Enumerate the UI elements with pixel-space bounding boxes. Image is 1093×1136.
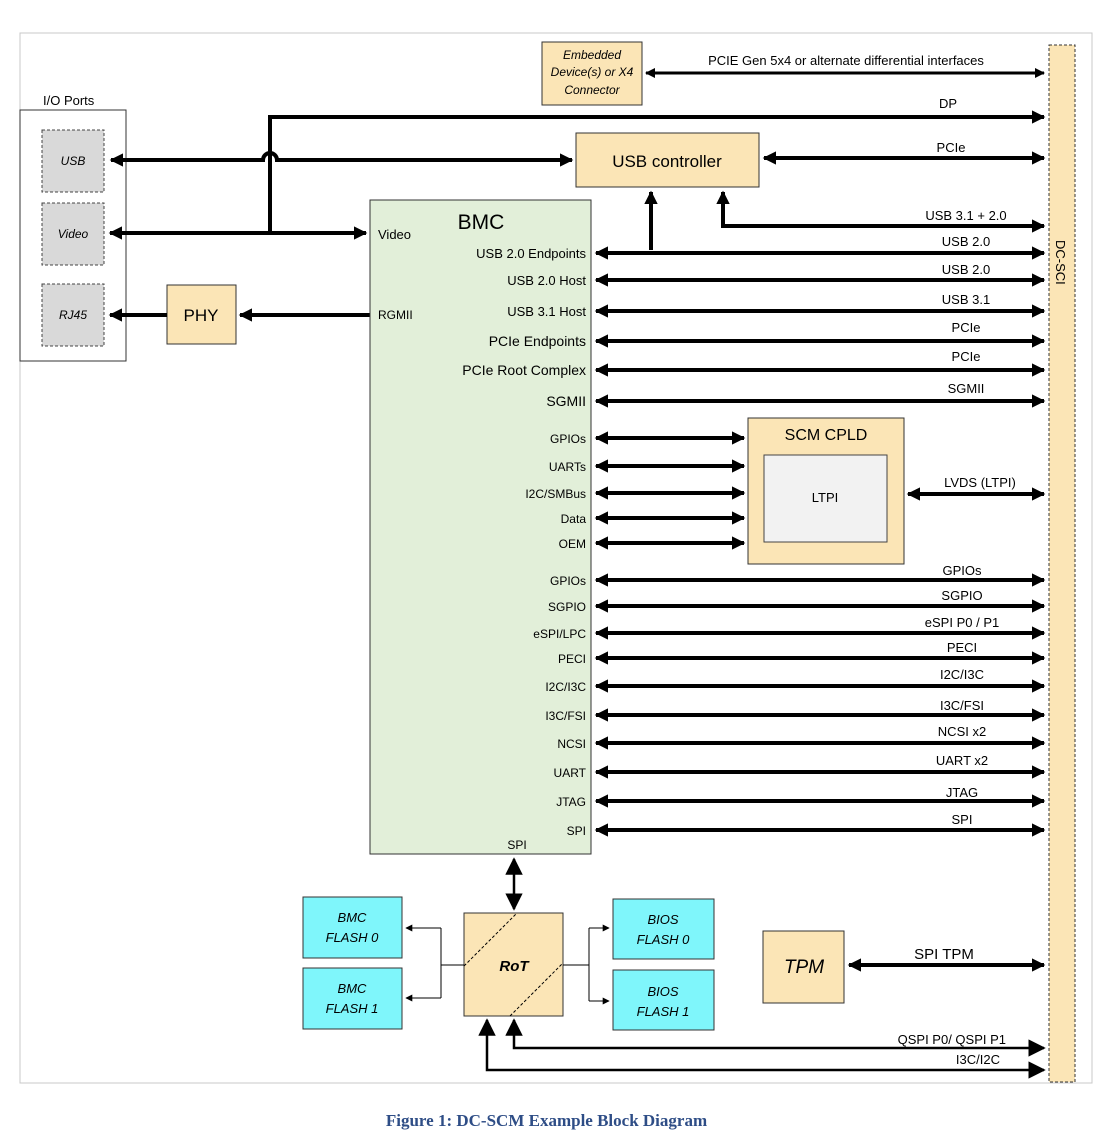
bmc-port-top-4: PCIe Root Complex xyxy=(462,362,586,378)
bmc-port-bottom-3: PECI xyxy=(558,652,586,666)
bmc-flash-1-line-1: BMC xyxy=(338,981,368,996)
bmc-port-cpld-3: Data xyxy=(561,512,587,526)
bus-label-bottom-2: eSPI P0 / P1 xyxy=(925,615,999,630)
ltpi-box xyxy=(763,454,888,543)
bus-label-bottom-6: NCSI x2 xyxy=(938,724,986,739)
dp-label: DP xyxy=(939,96,957,111)
bmc-box xyxy=(369,199,592,855)
io-port-rj45: RJ45 xyxy=(41,283,105,347)
usb-port-arrow xyxy=(109,151,574,167)
bmc-port-cpld-1: UARTs xyxy=(549,460,586,474)
bmc-port-bottom-8: JTAG xyxy=(556,795,586,809)
bmc-port-top-3: PCIe Endpoints xyxy=(489,333,586,349)
bmc-flash-0-line-1: BMC xyxy=(338,910,368,925)
bus-label-top-2: USB 2.0 xyxy=(942,262,990,277)
bus-label-top-6: SGMII xyxy=(948,381,985,396)
bus-label-top-4: PCIe xyxy=(952,320,981,335)
embedded-line-1: Embedded xyxy=(563,48,621,62)
usb-controller-to-dcscm xyxy=(716,190,1046,233)
bmc-spi-bottom: SPI xyxy=(507,838,526,852)
usb-controller-label: USB controller xyxy=(612,152,722,171)
figure-caption: Figure 1: DC-SCM Example Block Diagram xyxy=(385,1111,708,1130)
bmc-port-top-0: USB 2.0 Endpoints xyxy=(476,246,586,261)
bios-flash-1-line-2: FLASH 1 xyxy=(637,1004,690,1019)
bus-label-bottom-3: PECI xyxy=(947,640,977,655)
bmc-flash-1-line-2: FLASH 1 xyxy=(326,1001,379,1016)
embedded-line-2: Device(s) or X4 xyxy=(551,65,634,79)
bmc-title: BMC xyxy=(458,211,505,234)
bios-flash-1: BIOS FLASH 1 xyxy=(612,969,715,1031)
block-diagram: DC-SCI I/O Ports USB Video RJ45 Embedded… xyxy=(19,32,1093,1084)
bmc-port-bottom-6: NCSI xyxy=(557,737,586,751)
io-port-video: Video xyxy=(41,202,105,266)
rot-label: RoT xyxy=(499,958,530,975)
bmc-port-rgmii: RGMII xyxy=(378,308,413,322)
spi-tpm-label: SPI TPM xyxy=(914,946,974,963)
bmc-port-bottom-2: eSPI/LPC xyxy=(533,627,586,641)
embedded-device-box xyxy=(541,41,643,106)
lvds-label: LVDS (LTPI) xyxy=(944,475,1016,490)
bmc-port-top-5: SGMII xyxy=(546,393,586,409)
bmc-port-bottom-4: I2C/I3C xyxy=(545,680,586,694)
bmc-flash-0-line-2: FLASH 0 xyxy=(326,930,380,945)
bus-label-bottom-4: I2C/I3C xyxy=(940,667,984,682)
usb-controller-box xyxy=(575,132,760,188)
bmc-port-bottom-5: I3C/FSI xyxy=(545,709,586,723)
bmc-bus-arrows xyxy=(594,246,1046,837)
rot-bios-flash-links xyxy=(563,924,610,1005)
i3c-i2c-label: I3C/I2C xyxy=(956,1052,1000,1067)
bmc-port-top-1: USB 2.0 Host xyxy=(507,273,586,288)
bmc-port-bottom-7: UART xyxy=(554,766,587,780)
bus-label-top-1: USB 2.0 xyxy=(942,234,990,249)
pcie-gen5-label: PCIE Gen 5x4 or alternate differential i… xyxy=(708,53,984,68)
bios-flash-0-line-2: FLASH 0 xyxy=(637,932,691,947)
phy-label: PHY xyxy=(184,306,219,325)
ltpi-label: LTPI xyxy=(812,490,839,505)
bus-label-bottom-0: GPIOs xyxy=(942,563,982,578)
bmc-flash-0: BMC FLASH 0 xyxy=(302,896,403,959)
bios-flash-1-line-1: BIOS xyxy=(647,984,678,999)
rot-box: RoT xyxy=(463,912,564,1017)
dp-line xyxy=(268,110,1046,233)
bus-label-bottom-1: SGPIO xyxy=(941,588,982,603)
bus-label-bottom-9: SPI xyxy=(952,812,973,827)
bus-label-bottom-8: JTAG xyxy=(946,785,978,800)
rot-bmc-flash-links xyxy=(405,924,464,1002)
embedded-line-3: Connector xyxy=(564,83,620,97)
dc-sci-label: DC-SCI xyxy=(1053,240,1068,285)
bus-label-top-0: USB 3.1 + 2.0 xyxy=(925,208,1006,223)
bmc-port-bottom-9: SPI xyxy=(567,824,586,838)
bmc-port-top-2: USB 3.1 Host xyxy=(507,304,586,319)
qspi-label: QSPI P0/ QSPI P1 xyxy=(898,1032,1006,1047)
bus-label-top-3: USB 3.1 xyxy=(942,292,990,307)
bios-flash-0: BIOS FLASH 0 xyxy=(612,898,715,960)
bus-label-top-5: PCIe xyxy=(952,349,981,364)
io-port-usb: USB xyxy=(41,129,105,193)
bios-flash-0-line-1: BIOS xyxy=(647,912,678,927)
bmc-flash-1: BMC FLASH 1 xyxy=(302,967,403,1030)
bmc-port-bottom-1: SGPIO xyxy=(548,600,586,614)
io-port-video-label: Video xyxy=(58,227,89,241)
tpm-label: TPM xyxy=(784,957,824,978)
bus-label-bottom-5: I3C/FSI xyxy=(940,698,984,713)
io-ports-title: I/O Ports xyxy=(43,93,95,108)
bmc-port-bottom-0: GPIOs xyxy=(550,574,586,588)
bmc-port-cpld-0: GPIOs xyxy=(550,432,586,446)
i3c-i2c-arrow xyxy=(478,1018,1046,1079)
dc-sci-connector xyxy=(1048,44,1076,1083)
io-port-rj45-label: RJ45 xyxy=(59,308,87,322)
bmc-port-cpld-2: I2C/SMBus xyxy=(525,487,586,501)
bus-label-bottom-7: UART x2 xyxy=(936,753,988,768)
bmc-port-video: Video xyxy=(378,227,411,242)
tpm-box xyxy=(762,930,845,1004)
io-port-usb-label: USB xyxy=(61,154,86,168)
figure-frame xyxy=(19,32,1093,1084)
phy-box xyxy=(166,284,237,345)
usb-ctrl-pcie-label: PCIe xyxy=(937,140,966,155)
cpld-title: SCM CPLD xyxy=(785,427,868,444)
bmc-port-cpld-4: OEM xyxy=(559,537,586,551)
